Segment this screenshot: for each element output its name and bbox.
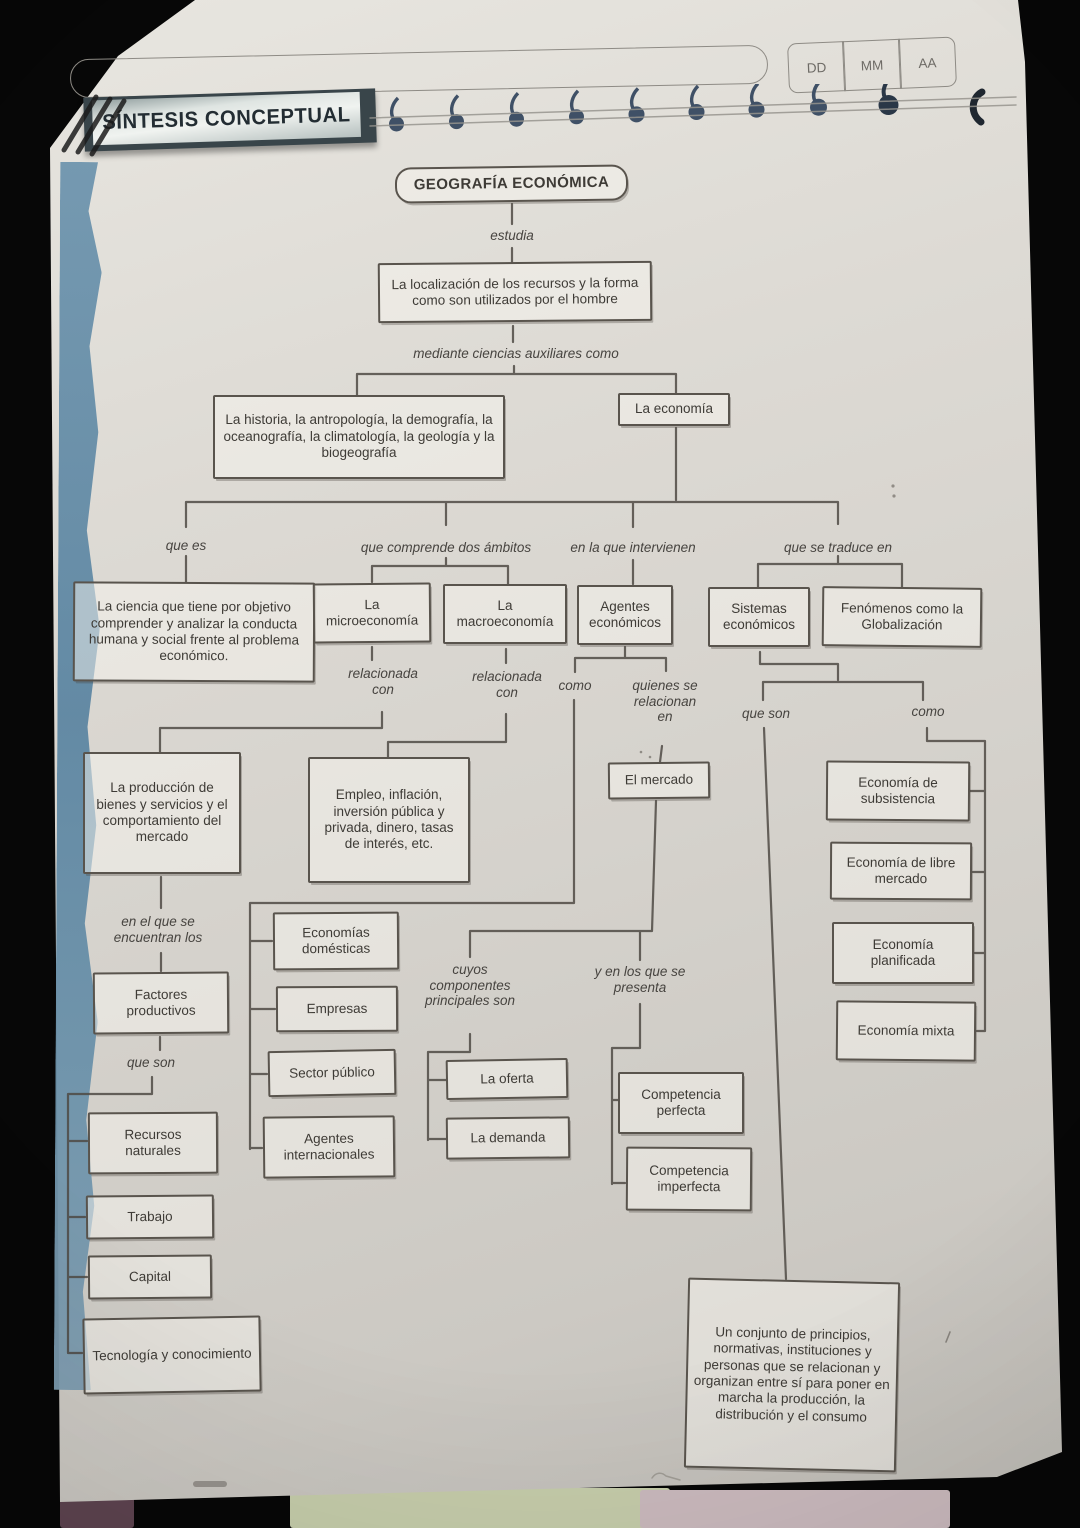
label-en-el-que: en el que se encuentran los [113, 914, 203, 945]
label-relacionada-2: relacionada con [472, 669, 542, 700]
label-ambitos: que comprende dos ámbitos [360, 540, 532, 555]
node-agentes-economicos: Agentes económicos [577, 585, 673, 645]
node-la-economia: La economía [618, 393, 730, 426]
label-que-es: que es [165, 538, 207, 553]
node-economia-mixta: Economía mixta [835, 1000, 977, 1062]
desk-scrap-pink [640, 1490, 950, 1528]
label-y-en-los: y en los que se presenta [594, 964, 686, 995]
node-recursos-naturales: Recursos naturales [87, 1111, 219, 1175]
node-fenomenos-globalizacion: Fenómenos como la Globalización [821, 586, 983, 648]
label-que-son-sistemas: que son [741, 706, 791, 721]
node-economias-domesticas: Economías domésticas [272, 911, 400, 971]
node-sector-publico: Sector público [267, 1048, 397, 1098]
node-empleo-inflacion: Empleo, inflación, inversión pública y p… [308, 757, 470, 883]
node-la-demanda: La demanda [445, 1116, 571, 1160]
label-que-son-factores: que son [126, 1055, 176, 1070]
node-economia-planificada: Economía planificada [832, 922, 974, 984]
node-agentes-internacionales: Agentes internacionales [262, 1115, 396, 1179]
label-mediante: mediante ciencias auxiliares como [413, 346, 619, 361]
node-tecnologia-conocimiento: Tecnología y conocimiento [82, 1315, 262, 1395]
node-microeconomia: La microeconomía [312, 582, 432, 644]
desk-scrap-green [290, 1488, 670, 1528]
date-cell-aa: AA [897, 36, 957, 89]
section-banner: SÍNTESIS CONCEPTUAL [83, 88, 377, 152]
node-competencia-perfecta: Competencia perfecta [618, 1072, 744, 1134]
node-empresas: Empresas [275, 985, 399, 1033]
label-intervienen: en la que intervienen [570, 540, 696, 555]
node-macroeconomia: La macroeconomía [443, 584, 567, 644]
node-economia-libre-mercado: Economía de libre mercado [829, 841, 973, 901]
node-produccion-bienes: La producción de bienes y servicios y el… [83, 752, 241, 874]
node-capital: Capital [87, 1254, 213, 1300]
node-competencia-imperfecta: Competencia imperfecta [625, 1146, 753, 1212]
date-boxes: DD MM AA [787, 36, 957, 94]
date-cell-mm: MM [842, 38, 902, 92]
label-estudia: estudia [490, 228, 534, 243]
node-trabajo: Trabajo [85, 1194, 215, 1240]
node-geografia-economica: GEOGRAFÍA ECONÓMICA [394, 164, 629, 204]
page-title: SÍNTESIS CONCEPTUAL [91, 91, 362, 146]
label-quienes: quienes se relacionan en [632, 678, 698, 725]
node-la-oferta: La oferta [445, 1057, 569, 1101]
node-definicion-sistemas: Un conjunto de principios, normativas, i… [683, 1277, 901, 1473]
node-factores-productivos: Factores productivos [92, 971, 230, 1035]
label-cuyos: cuyos componentes principales son [424, 962, 516, 1009]
node-definicion-economia: La ciencia que tiene por objetivo compre… [72, 581, 316, 683]
node-localizacion: La localización de los recursos y la for… [377, 260, 653, 324]
label-relacionada-1: relacionada con [348, 666, 418, 697]
node-sistemas-economicos: Sistemas económicos [708, 587, 810, 647]
node-economia-subsistencia: Economía de subsistencia [825, 760, 971, 822]
label-traduce: que se traduce en [783, 540, 893, 555]
node-ciencias-auxiliares: La historia, la antropología, la demogra… [213, 395, 505, 479]
label-como-agentes: como [558, 678, 592, 693]
node-el-mercado: El mercado [607, 761, 711, 800]
label-como-sistemas: como [911, 704, 945, 719]
date-cell-dd: DD [787, 41, 847, 94]
